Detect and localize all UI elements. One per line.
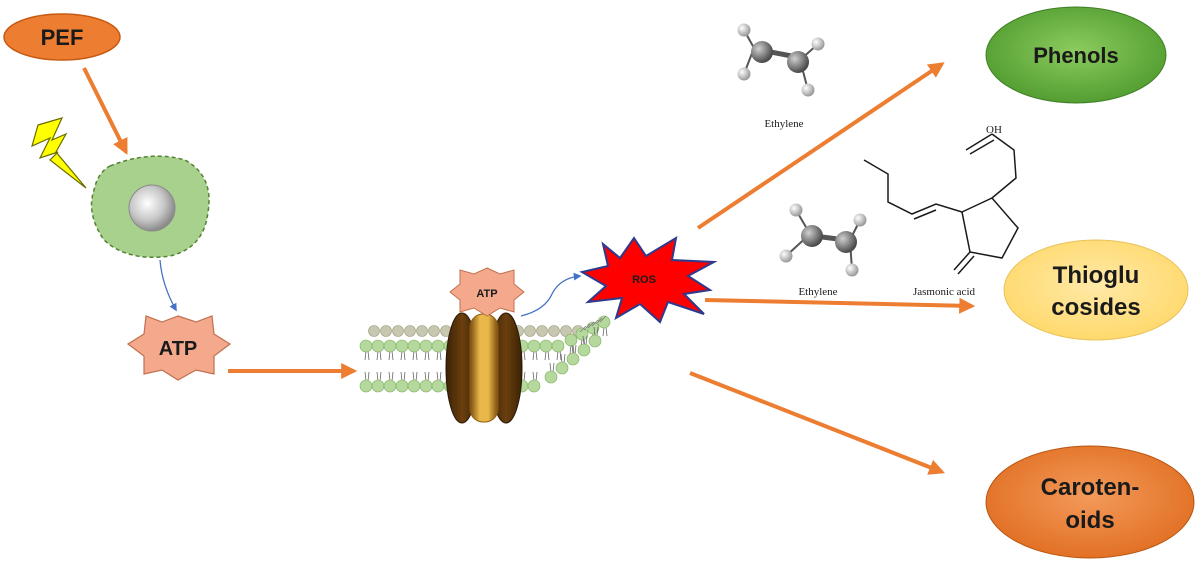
atp-channel-label: ATP [476, 288, 497, 300]
plant-cell [90, 155, 210, 259]
pef-node: PEF [3, 13, 121, 61]
atp-label: ATP [159, 338, 198, 360]
cell-nucleus [128, 184, 176, 232]
arrow-membrane-to-ros [520, 272, 582, 317]
ethylene-molecule-bottom: Ethylene [779, 203, 867, 298]
arrow-cell-to-atp [159, 259, 177, 312]
phenols-label: Phenols [1033, 43, 1119, 68]
carotenoids-label-line2: oids [1065, 507, 1114, 534]
arrow-ros-to-phenols [696, 62, 945, 230]
arrow-ros-to-carotenoids [689, 371, 945, 475]
thioglucosides-node: Thioglu cosides [1003, 239, 1189, 341]
thioglucosides-label-line2: cosides [1051, 294, 1140, 321]
atp-channel-node: ATP [449, 267, 525, 317]
carotenoids-label-line1: Caroten- [1041, 474, 1140, 501]
ethylene-bottom-label: Ethylene [798, 286, 837, 298]
phenols-node: Phenols [985, 6, 1167, 104]
arrow-ros-to-thioglucosides [704, 297, 976, 314]
jasmonic-acid-label: Jasmonic acid [913, 286, 976, 298]
thioglucosides-label-line1: Thioglu [1053, 262, 1140, 289]
membrane-channel-protein [445, 312, 523, 424]
jasmonic-acid-structure [863, 133, 1019, 275]
ethylene-top-label: Ethylene [764, 118, 803, 130]
arrow-pef-to-cell [82, 67, 128, 155]
atp-node: ATP [126, 315, 232, 381]
lightning-icon [31, 117, 87, 189]
ros-node: ROS [579, 236, 718, 324]
carotenoids-node: Caroten- oids [985, 445, 1195, 559]
ethylene-molecule-top: Ethylene [737, 23, 825, 130]
ros-label: ROS [632, 274, 656, 286]
pef-label: PEF [41, 25, 84, 50]
jasmonic-oh-label: OH [986, 124, 1002, 136]
